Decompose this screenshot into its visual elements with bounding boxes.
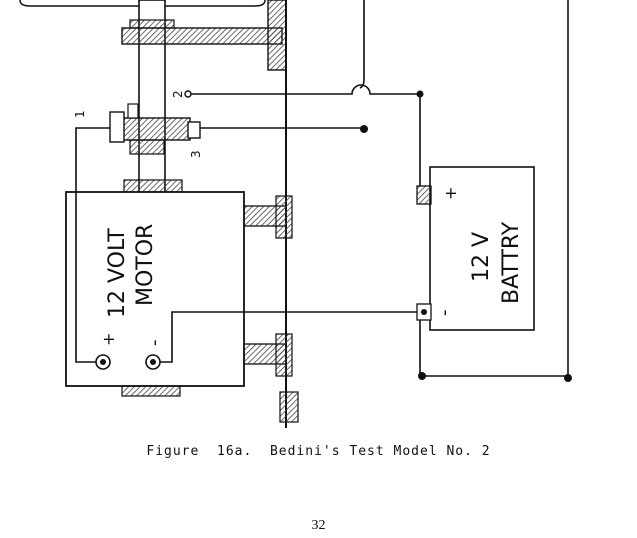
panel-bottom-block (279, 391, 299, 423)
battery-plus-sign: + (441, 187, 460, 200)
junction-dot-mid (360, 125, 368, 133)
switch-terminal-1-label: 1 (73, 110, 87, 118)
switch-terminal-2-label: 2 (171, 90, 185, 98)
page-number: 32 (311, 518, 326, 533)
junction-dot-top (416, 90, 424, 98)
motor-plus-sign: + (99, 333, 118, 346)
junction-dot-bottom-right (564, 374, 572, 382)
battery-minus-sign: - (434, 310, 455, 317)
top-clamp (121, 27, 283, 45)
wiring (75, 0, 569, 378)
battery-label-line2: BATTRY (499, 221, 524, 304)
figure-caption: Figure 16a. Bedini's Test Model No. 2 (146, 444, 491, 459)
battery-body (429, 166, 535, 331)
switch-assembly (119, 117, 191, 141)
motor-base-foot (121, 385, 181, 397)
junction-dot-bottom-left (418, 372, 426, 380)
motor-minus-sign: - (144, 340, 165, 347)
circuit-diagram: 12 VOLT MOTOR + - 12 V BATTRY + - 1 2 3 (19, 0, 572, 428)
switch-terminal-3-label: 3 (189, 150, 203, 158)
battery-label-line1: 12 V (469, 232, 494, 282)
battery-positive-terminal (416, 185, 432, 205)
motor-label-line1: 12 VOLT (105, 228, 130, 318)
motor-label-line2: MOTOR (133, 224, 158, 306)
top-bracket (267, 0, 287, 71)
